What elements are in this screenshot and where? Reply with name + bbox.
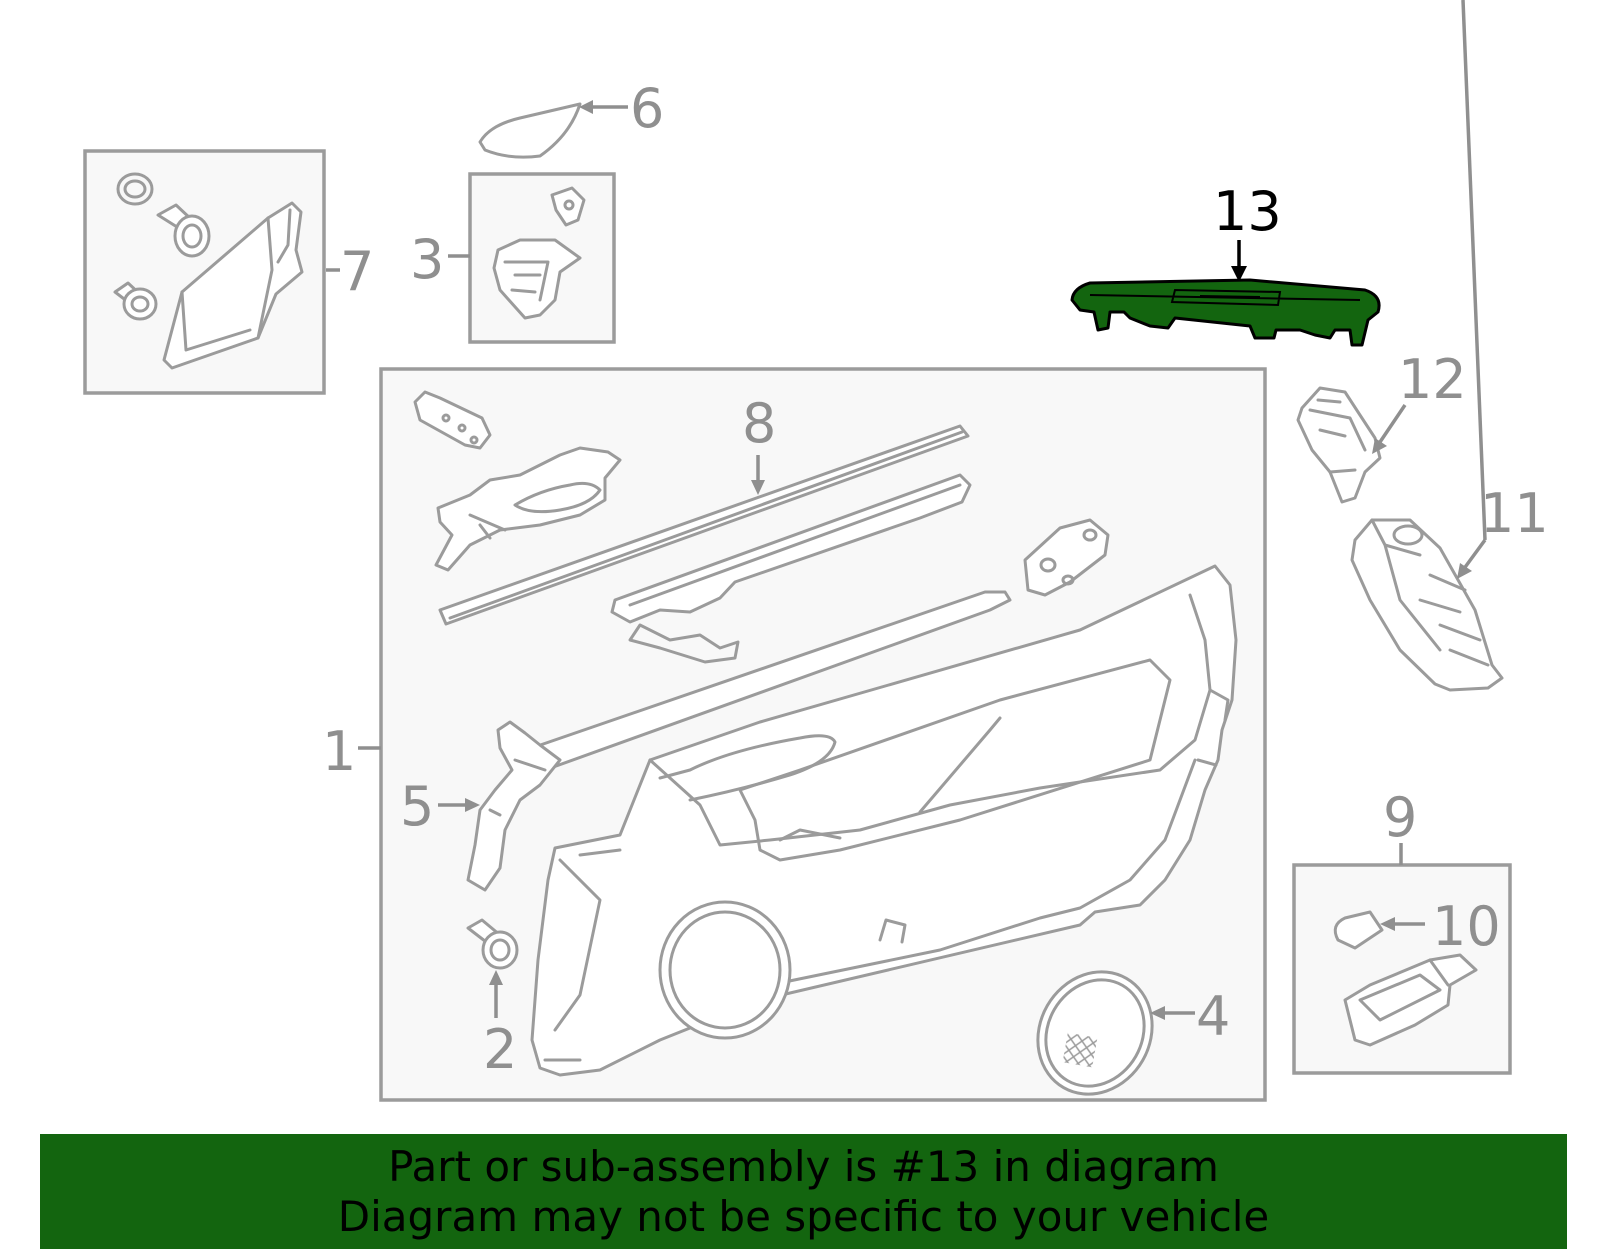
part-1-group[interactable]: 1 8 5 [322,367,1267,1115]
callout-8: 8 [742,392,776,455]
callout-3: 3 [410,228,444,291]
part-13-group[interactable]: 13 [1070,180,1381,347]
part-7-group[interactable]: 7 [83,149,374,395]
part-11-group[interactable]: 11 [1350,0,1549,692]
part-9-group[interactable]: 9 10 [1292,786,1512,1075]
callout-4: 4 [1196,985,1230,1048]
banner-line-1: Part or sub-assembly is #13 in diagram [388,1141,1219,1191]
callout-7: 7 [340,240,374,303]
part-3-group[interactable]: 3 [410,172,616,344]
part-6-group[interactable]: 6 [478,77,664,159]
callout-2: 2 [483,1018,517,1081]
part-4-grille [1036,970,1154,1096]
part-3-clip [550,186,586,227]
callout-1: 1 [322,720,356,783]
callout-5: 5 [400,775,434,838]
callout-9: 9 [1383,786,1417,849]
part-5-stay [466,720,562,892]
part-12-switch [1296,386,1382,504]
part-7-cover [162,201,304,370]
part-13-switch-bezel [1070,278,1381,347]
part-1-speaker-opening [658,900,792,1040]
callout-13: 13 [1213,180,1282,243]
part-6-trim [478,102,582,159]
info-banner: Part or sub-assembly is #13 in diagram D… [40,1134,1567,1249]
callout-11: 11 [1480,482,1549,545]
part-7-washer [116,172,154,206]
banner-line-2: Diagram may not be specific to your vehi… [337,1191,1270,1241]
part-3-bracket [492,238,582,320]
callout-10: 10 [1432,895,1501,958]
part-12-group[interactable]: 12 [1296,348,1467,504]
part-10-bulb [1333,910,1384,950]
callout-6: 6 [630,77,664,140]
part-1-small-bracket [413,390,492,450]
callout-12: 12 [1398,348,1467,411]
part-8-inner-molding [610,473,972,624]
